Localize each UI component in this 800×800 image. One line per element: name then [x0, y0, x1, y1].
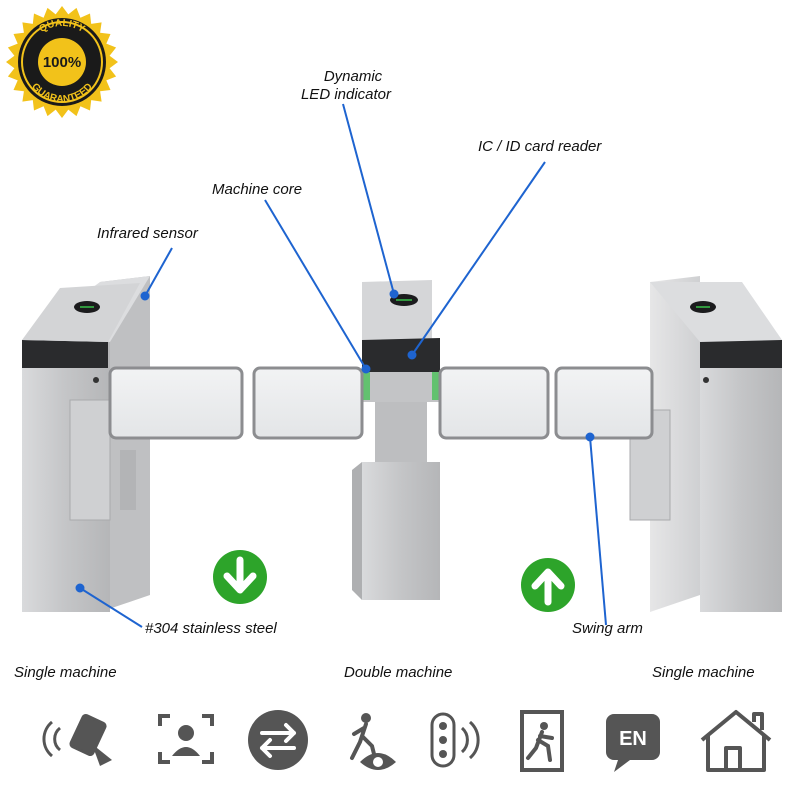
- bidirectional-arrows-icon: [248, 710, 308, 770]
- machine-label-center: Double machine: [344, 664, 453, 681]
- callout-dynamic-led: Dynamic LED indicator: [301, 68, 401, 104]
- emergency-exit-icon: [520, 710, 564, 772]
- entry-arrow-down: [213, 550, 267, 604]
- callout-dynamic-led-line2: LED indicator: [300, 86, 392, 103]
- machine-label-left: Single machine: [14, 664, 117, 681]
- badge-center-text: 100%: [43, 54, 81, 71]
- home-icon: [700, 710, 772, 772]
- swing-arms: [108, 366, 654, 440]
- right-single-machine: [629, 276, 782, 612]
- badge-top-text: QUALITY: [37, 18, 87, 35]
- callout-stainless-steel: #304 stainless steel: [145, 620, 277, 637]
- language-en-icon: EN: [606, 714, 660, 772]
- card-tap-icon: [42, 714, 112, 766]
- left-single-machine: [22, 276, 150, 612]
- callout-leader-lines: [75, 103, 607, 628]
- language-en-text: EN: [619, 728, 647, 750]
- center-double-machine: [352, 280, 440, 600]
- svg-text:QUALITY: QUALITY: [37, 18, 87, 35]
- callout-card-reader: IC / ID card reader: [478, 138, 602, 155]
- callout-machine-core: Machine core: [212, 181, 303, 198]
- machine-label-right: Single machine: [652, 664, 755, 681]
- walking-person-eye-icon: [350, 713, 396, 770]
- feature-icon-row: EN: [42, 710, 772, 772]
- callout-swing-arm: Swing arm: [572, 620, 643, 637]
- quality-seal-icon: QUALITY GUARANTEED 100%: [6, 6, 118, 118]
- traffic-light-signal-icon: [430, 712, 480, 768]
- callout-dynamic-led-line1: Dynamic: [323, 68, 383, 85]
- quality-guaranteed-badge: QUALITY GUARANTEED 100%: [4, 4, 120, 120]
- face-recognition-icon: [158, 714, 214, 764]
- callout-infrared-sensor: Infrared sensor: [97, 225, 198, 242]
- exit-arrow-up: [521, 558, 575, 612]
